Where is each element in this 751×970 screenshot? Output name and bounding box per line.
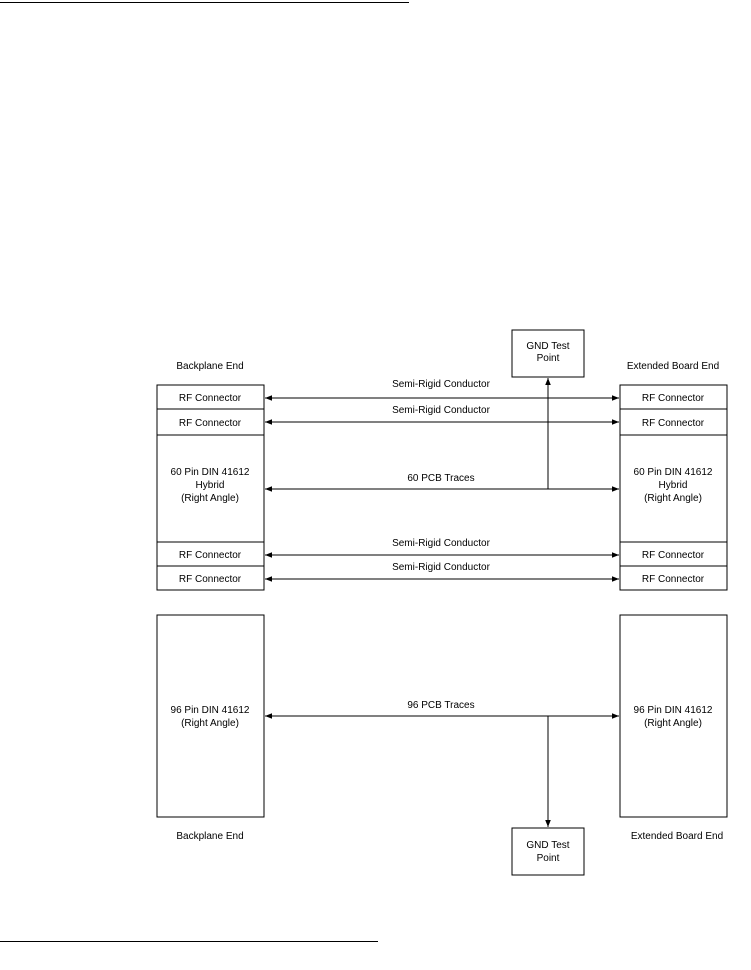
semi-rigid-link-2-label: Semi-Rigid Conductor — [392, 405, 490, 416]
top-right-end-label: Extended Board End — [627, 361, 719, 372]
bottom-right-end-label: Extended Board End — [631, 831, 723, 842]
left-rf-connector-2: RF Connector — [156, 408, 265, 436]
bottom-rule — [0, 941, 378, 942]
semi-rigid-link-1: Semi-Rigid Conductor — [265, 379, 619, 401]
right-rf-connector-4: RF Connector — [619, 565, 728, 591]
left-rf-connector-3-label: RF Connector — [179, 550, 242, 561]
pcb-traces-60-link: 60 PCB Traces — [265, 378, 619, 492]
left-rf-connector-1-label: RF Connector — [179, 393, 242, 404]
gnd-test-point-bottom-line2: Point — [537, 853, 560, 864]
right-rf-connector-1-label: RF Connector — [642, 393, 705, 404]
semi-rigid-link-1-label: Semi-Rigid Conductor — [392, 379, 490, 390]
right-din60-line2: Hybrid — [659, 480, 688, 491]
top-rule — [0, 2, 409, 3]
pcb-traces-96-link: 96 PCB Traces — [265, 700, 619, 827]
top-left-end-label: Backplane End — [176, 361, 243, 372]
left-rf-connector-4-label: RF Connector — [179, 574, 242, 585]
left-rf-connector-3: RF Connector — [156, 541, 265, 567]
right-rf-connector-2-label: RF Connector — [642, 418, 705, 429]
right-din96-connector: 96 Pin DIN 41612 (Right Angle) — [619, 614, 728, 818]
left-rf-connector-4: RF Connector — [156, 565, 265, 591]
left-din96-line2: (Right Angle) — [181, 718, 239, 729]
gnd-test-point-top: GND Test Point — [511, 329, 585, 378]
gnd-test-point-top-line2: Point — [537, 353, 560, 364]
right-rf-connector-2: RF Connector — [619, 408, 728, 436]
gnd-test-point-bottom: GND Test Point — [511, 827, 585, 876]
right-rf-connector-1: RF Connector — [619, 384, 728, 410]
right-rf-connector-3: RF Connector — [619, 541, 728, 567]
semi-rigid-link-2: Semi-Rigid Conductor — [265, 405, 619, 425]
pcb-traces-60-label: 60 PCB Traces — [407, 473, 474, 484]
semi-rigid-link-4: Semi-Rigid Conductor — [265, 562, 619, 582]
left-rf-connector-2-label: RF Connector — [179, 418, 242, 429]
semi-rigid-link-3: Semi-Rigid Conductor — [265, 538, 619, 558]
left-din60-line3: (Right Angle) — [181, 493, 239, 504]
gnd-test-point-top-line1: GND Test — [526, 341, 569, 352]
right-din96-line1: 96 Pin DIN 41612 — [634, 705, 713, 716]
left-din60-line2: Hybrid — [196, 480, 225, 491]
left-din96-connector: 96 Pin DIN 41612 (Right Angle) — [156, 614, 265, 818]
gnd-test-point-bottom-line1: GND Test — [526, 840, 569, 851]
right-din60-line1: 60 Pin DIN 41612 — [634, 467, 713, 478]
semi-rigid-link-4-label: Semi-Rigid Conductor — [392, 562, 490, 573]
right-rf-connector-4-label: RF Connector — [642, 574, 705, 585]
left-din96-line1: 96 Pin DIN 41612 — [171, 705, 250, 716]
left-rf-connector-1: RF Connector — [156, 384, 265, 410]
bottom-left-end-label: Backplane End — [176, 831, 243, 842]
right-rf-connector-3-label: RF Connector — [642, 550, 705, 561]
left-din60-line1: 60 Pin DIN 41612 — [171, 467, 250, 478]
right-din60-connector: 60 Pin DIN 41612 Hybrid (Right Angle) — [619, 434, 728, 543]
pcb-traces-96-label: 96 PCB Traces — [407, 700, 474, 711]
right-din60-line3: (Right Angle) — [644, 493, 702, 504]
semi-rigid-link-3-label: Semi-Rigid Conductor — [392, 538, 490, 549]
left-din60-connector: 60 Pin DIN 41612 Hybrid (Right Angle) — [156, 434, 265, 543]
right-din96-line2: (Right Angle) — [644, 718, 702, 729]
